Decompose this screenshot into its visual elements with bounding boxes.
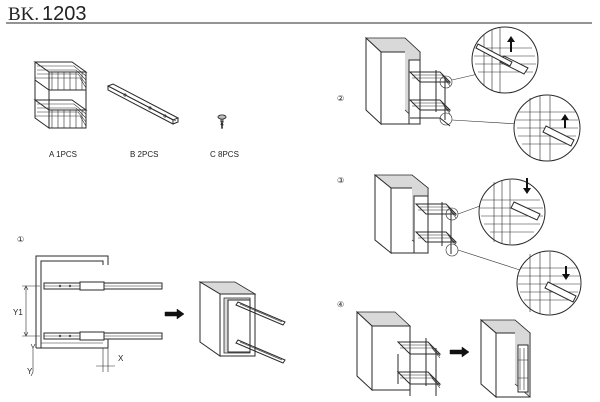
step-4-cabinet-open: [355, 310, 442, 396]
header: BK. 1203: [6, 3, 592, 25]
part-a-label: A 1PCS: [49, 150, 77, 159]
model-code: 1203: [42, 3, 87, 25]
step-3-detail-top: [457, 178, 546, 246]
step-2-number: ②: [337, 94, 344, 103]
dimension-x-label: X: [118, 354, 124, 363]
step-4-cabinet-closed: [479, 318, 532, 399]
part-b-rail: [106, 83, 180, 125]
up-arrow-icon: [507, 36, 515, 52]
part-c-label: C 8PCS: [210, 150, 239, 159]
step-3-cabinet: [373, 173, 459, 257]
step-1-dimensions: [22, 285, 115, 377]
dimension-y1-label: Y1: [13, 308, 23, 317]
down-arrow-icon: [523, 178, 531, 194]
part-b-label: B 2PCS: [130, 150, 158, 159]
step-2-detail-bottom: [451, 94, 581, 162]
screw-icon: [217, 114, 227, 130]
right-arrow-icon: [164, 308, 185, 320]
step-4-number: ④: [337, 300, 344, 309]
step-1-number: ①: [17, 235, 24, 244]
step-2-detail-top: [451, 26, 539, 94]
step-1-cabinet-front-view: [35, 255, 163, 349]
right-arrow-icon: [449, 346, 470, 358]
step-3-number: ③: [337, 176, 344, 185]
model-prefix: BK.: [8, 4, 39, 25]
up-arrow-icon: [561, 114, 569, 128]
step-1-cabinet-with-rails: [198, 281, 286, 364]
dimension-y-label: Y: [27, 367, 33, 376]
step-2-cabinet: [364, 36, 453, 127]
step-3-detail-bottom: [457, 249, 582, 316]
part-a-basket: [33, 61, 88, 129]
down-arrow-icon: [562, 266, 570, 280]
